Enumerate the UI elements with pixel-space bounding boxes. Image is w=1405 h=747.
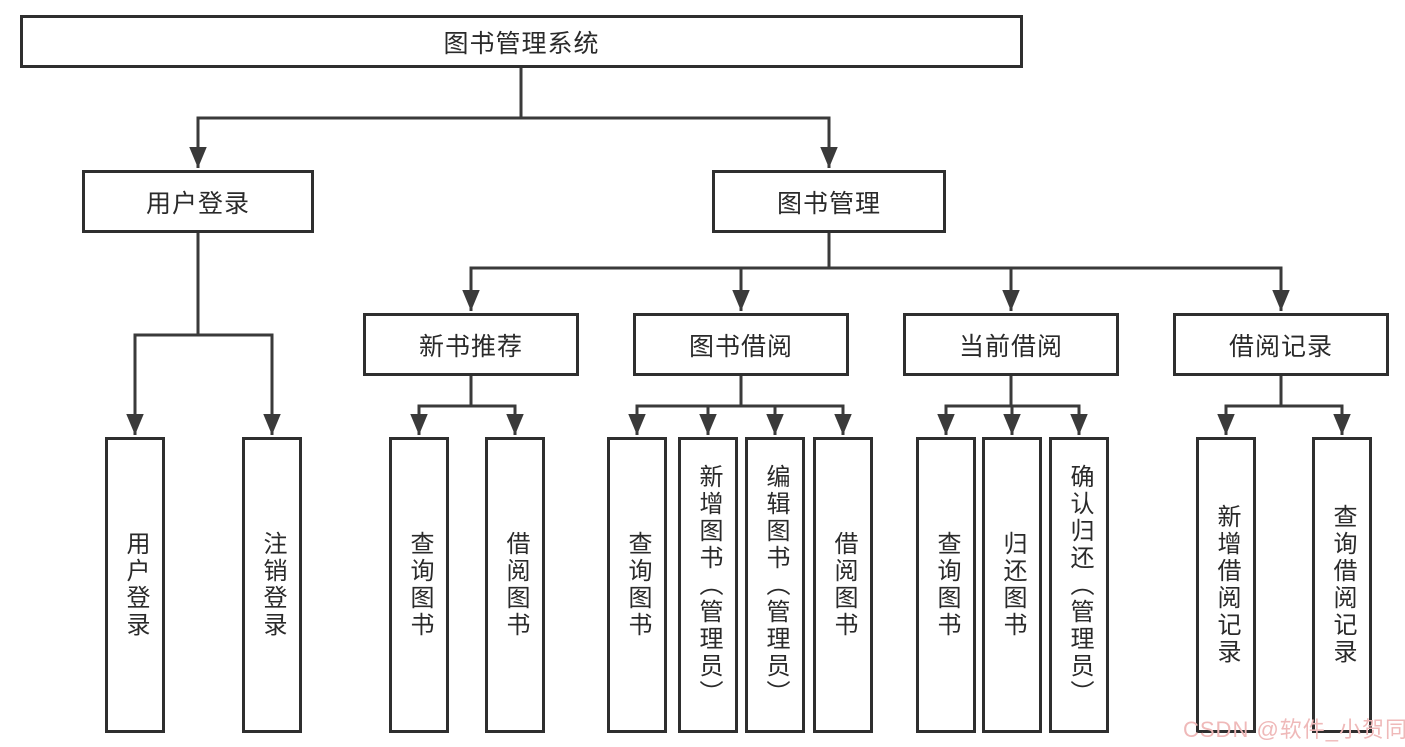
leaf-add-borrow-record: 新增借阅记录 [1196,437,1256,733]
leaf-current-query-books: 查询图书 [916,437,976,733]
node-root-system: 图书管理系统 [20,15,1023,68]
connector-current-split [944,376,1081,408]
connector-recommend-split [417,376,517,408]
connector-management-split [469,233,1283,270]
leaf-recommend-query-books: 查询图书 [389,437,449,733]
connector-user-login-split [133,233,274,337]
node-book-management: 图书管理 [712,170,946,233]
leaf-current-confirm-return-admin: 确认归还（管理员） [1049,437,1109,733]
leaf-borrow-edit-books-admin: 编辑图书（管理员） [745,437,805,733]
leaf-borrow-query-books: 查询图书 [607,437,667,733]
connector-borrow-split [635,376,845,408]
node-new-book-recommend: 新书推荐 [363,313,579,376]
leaf-borrow-add-books-admin: 新增图书（管理员） [678,437,738,733]
csdn-watermark: CSDN @软件_小贺同学 [1183,717,1405,742]
leaf-borrow-borrow-books: 借阅图书 [813,437,873,733]
leaf-query-borrow-record: 查询借阅记录 [1312,437,1372,733]
leaf-user-login: 用户登录 [105,437,165,733]
leaf-recommend-borrow-books: 借阅图书 [485,437,545,733]
node-user-login: 用户登录 [82,170,314,233]
node-borrow-records: 借阅记录 [1173,313,1389,376]
leaf-current-return-books: 归还图书 [982,437,1042,733]
connector-root-to-level2 [196,68,831,120]
node-book-borrow: 图书借阅 [633,313,849,376]
leaf-logout: 注销登录 [242,437,302,733]
node-current-borrow: 当前借阅 [903,313,1119,376]
connector-records-split [1224,376,1344,408]
